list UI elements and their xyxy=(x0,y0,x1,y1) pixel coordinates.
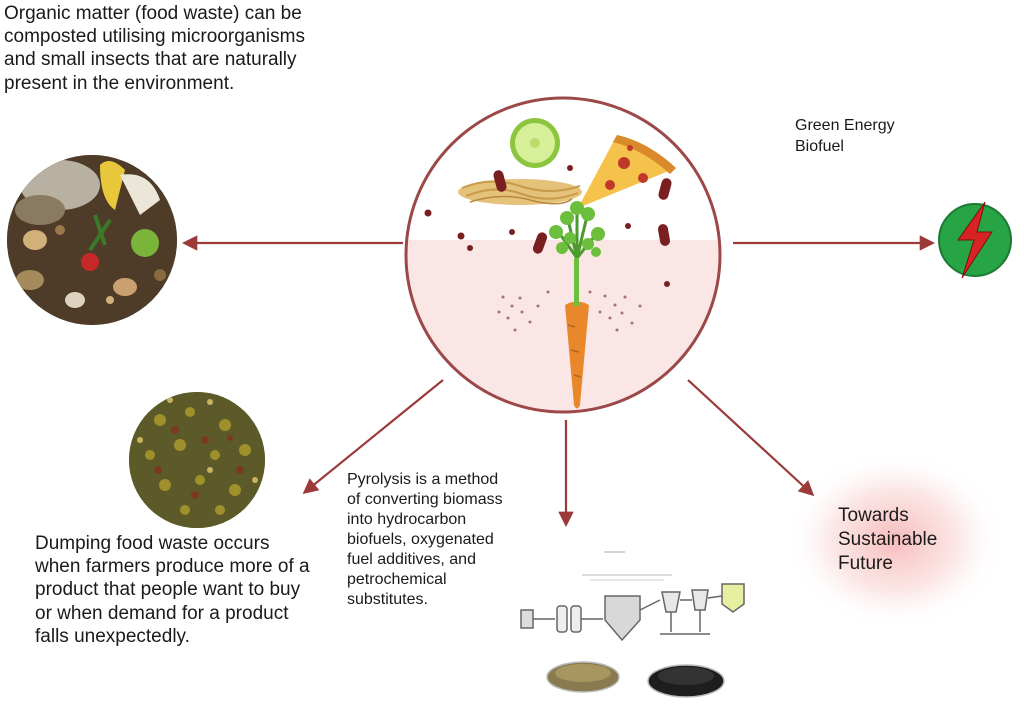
food-waste-circle xyxy=(404,96,722,414)
green-energy-icon xyxy=(938,201,1012,279)
green-energy-line2: Biofuel xyxy=(795,137,844,155)
pyrolysis-process-icon xyxy=(520,551,745,698)
sustainable-glow xyxy=(785,450,1005,630)
green-energy-label: Green Energy Biofuel xyxy=(795,116,955,158)
compost-caption: Organic matter (food waste) can be compo… xyxy=(4,3,305,94)
food-waste-pile-icon xyxy=(129,392,265,528)
compost-pile-icon xyxy=(7,155,177,325)
soil-dots xyxy=(497,290,642,332)
green-energy-line1: Green Energy xyxy=(795,117,895,134)
arrow-to-sustainable xyxy=(687,379,815,497)
pizza-slice-icon xyxy=(578,135,676,208)
pyrolysis-caption: Pyrolysis is a method of converting biom… xyxy=(347,471,503,608)
carrot-icon xyxy=(549,201,605,409)
noodles-icon xyxy=(458,179,582,205)
sustainable-future-caption: Towards Sustainable Future xyxy=(838,505,938,574)
dumping-caption: Dumping food waste occurs when farmers p… xyxy=(35,533,310,647)
cucumber-slice-icon xyxy=(510,118,560,168)
arrow-to-dumping xyxy=(302,379,444,494)
flow-arrows xyxy=(181,235,936,528)
waste-particles xyxy=(424,165,672,287)
